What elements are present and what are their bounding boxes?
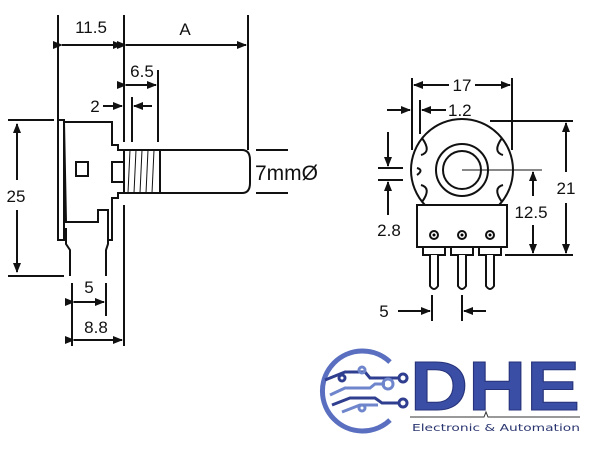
front-view: 17 1.2 21 12.5 [377, 76, 575, 321]
terminals [422, 230, 502, 290]
dhe-logo: DHE Electronic & Automation [319, 347, 581, 434]
label-21: 21 [557, 179, 576, 198]
label-5-side: 5 [84, 278, 93, 297]
side-view: 11.5 A 6.5 2 7mmØ 25 [7, 15, 318, 346]
label-11-5: 11.5 [75, 18, 107, 37]
circuit-logo-icon [319, 348, 409, 434]
logo-tagline: Electronic & Automation [412, 423, 580, 434]
label-12-5: 12.5 [514, 203, 547, 222]
terminal-block [416, 204, 508, 248]
label-1-2: 1.2 [448, 101, 472, 120]
shaft [159, 149, 251, 194]
label-17: 17 [453, 76, 472, 95]
label-shaft-diameter: 7mmØ [255, 162, 318, 185]
label-5-front: 5 [379, 302, 388, 321]
label-2: 2 [90, 97, 99, 116]
label-6-5: 6.5 [130, 62, 154, 81]
label-25: 25 [7, 187, 26, 206]
label-8-8: 8.8 [84, 318, 108, 337]
label-2-8: 2.8 [377, 221, 401, 240]
label-a: A [179, 20, 191, 39]
logo-brand: DHE [410, 347, 580, 425]
